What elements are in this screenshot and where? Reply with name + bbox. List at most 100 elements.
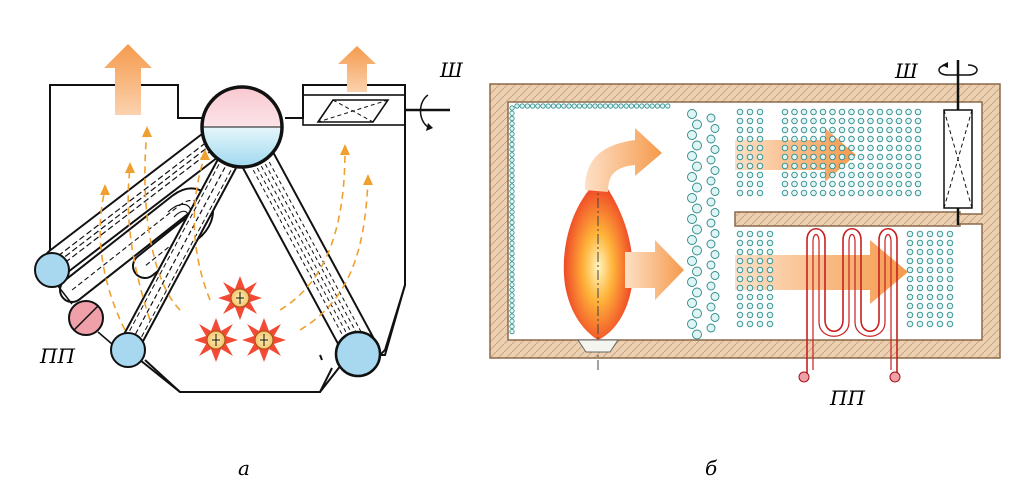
- tube-icon: [895, 108, 903, 116]
- tube-icon: [916, 266, 924, 274]
- tube-icon: [509, 318, 515, 324]
- tube-icon: [895, 144, 903, 152]
- tube-icon: [838, 153, 846, 161]
- tube-icon: [692, 266, 702, 277]
- tube-icon: [509, 302, 515, 309]
- tube-icon: [895, 153, 903, 161]
- tube-icon: [886, 171, 893, 179]
- tube-icon: [746, 284, 754, 292]
- tube-icon: [597, 103, 603, 109]
- tube-icon: [736, 189, 744, 197]
- tube-icon: [736, 230, 744, 238]
- tube-icon: [914, 126, 922, 134]
- tube-icon: [692, 140, 702, 151]
- tube-icon: [592, 103, 598, 109]
- tube-icon: [746, 108, 754, 116]
- tube-icon: [886, 126, 893, 134]
- tube-icon: [736, 135, 744, 143]
- tube-icon: [509, 230, 515, 236]
- tube-icon: [914, 189, 922, 197]
- tube-icon: [746, 239, 754, 247]
- tube-icon: [587, 103, 593, 109]
- tube-icon: [946, 239, 954, 247]
- tube-icon: [687, 172, 697, 182]
- tube-icon: [659, 103, 666, 109]
- superheater-label: ПП: [39, 344, 75, 368]
- tube-icon: [838, 144, 846, 152]
- tube-icon: [687, 109, 697, 119]
- tube-icon: [876, 117, 884, 125]
- tube-icon: [810, 153, 817, 161]
- tube-icon: [857, 108, 865, 116]
- tube-icon: [524, 103, 531, 109]
- tube-icon: [946, 230, 954, 238]
- tube-icon: [602, 103, 609, 109]
- tube-icon: [810, 135, 817, 143]
- damper-label: Ш: [894, 59, 919, 83]
- tube-icon: [906, 311, 914, 319]
- tube-icon: [746, 257, 754, 265]
- tube-icon: [810, 126, 817, 134]
- tube-icon: [905, 135, 912, 143]
- tube-icon: [687, 256, 697, 266]
- tube-icon: [509, 214, 515, 220]
- burner-icon: [242, 318, 286, 362]
- tube-icon: [746, 162, 754, 170]
- tube-icon: [916, 239, 924, 247]
- tube-icon: [905, 189, 912, 197]
- tube-icon: [916, 284, 924, 292]
- tube-icon: [829, 153, 836, 161]
- tube-icon: [905, 108, 912, 116]
- tube-icon: [895, 117, 903, 125]
- tube-icon: [710, 187, 720, 196]
- tube-bank-left: [43, 129, 227, 277]
- tube-icon: [916, 311, 924, 319]
- tube-icon: [756, 180, 764, 188]
- tube-icon: [838, 171, 846, 179]
- tube-icon: [857, 180, 865, 188]
- tube-icon: [736, 293, 744, 301]
- tube-icon: [710, 145, 720, 154]
- tube-icon: [946, 302, 954, 310]
- tube-icon: [936, 293, 944, 301]
- tube-icon: [791, 108, 798, 116]
- tube-icon: [644, 103, 650, 109]
- tube-icon: [867, 108, 874, 116]
- tube-icon: [566, 103, 572, 109]
- tube-icon: [946, 257, 954, 265]
- tube-icon: [746, 126, 754, 134]
- tube-icon: [936, 284, 944, 292]
- tube-icon: [906, 248, 914, 256]
- furnace-brick-lining: [489, 83, 1001, 359]
- tube-icon: [906, 239, 914, 247]
- tube-icon: [895, 180, 903, 188]
- tube-icon: [756, 239, 764, 247]
- tube-icon: [756, 248, 764, 256]
- tube-icon: [906, 257, 914, 265]
- tube-icon: [791, 117, 798, 125]
- tube-icon: [810, 108, 817, 116]
- burner-icon: [194, 318, 238, 362]
- tube-icon: [914, 144, 922, 152]
- tube-icon: [766, 284, 774, 292]
- tube-icon: [692, 203, 702, 214]
- tube-icon: [756, 293, 764, 301]
- flue-gas-outlet-arrow: [338, 46, 376, 92]
- tube-icon: [706, 155, 716, 165]
- tube-icon: [895, 189, 903, 197]
- tube-icon: [819, 171, 827, 179]
- flue-gas-outlet-arrow: [104, 44, 152, 115]
- tube-icon: [781, 126, 789, 134]
- tube-icon: [838, 126, 846, 134]
- tube-icon: [829, 108, 836, 116]
- tube-icon: [906, 302, 914, 310]
- tube-icon: [838, 189, 846, 197]
- tube-icon: [876, 171, 884, 179]
- tube-icon: [509, 276, 515, 283]
- tube-icon: [936, 302, 944, 310]
- tube-icon: [926, 293, 934, 301]
- tube-icon: [936, 266, 944, 274]
- diagram-a: Ш: [34, 44, 464, 480]
- tube-icon: [756, 126, 764, 134]
- tube-icon: [867, 126, 874, 134]
